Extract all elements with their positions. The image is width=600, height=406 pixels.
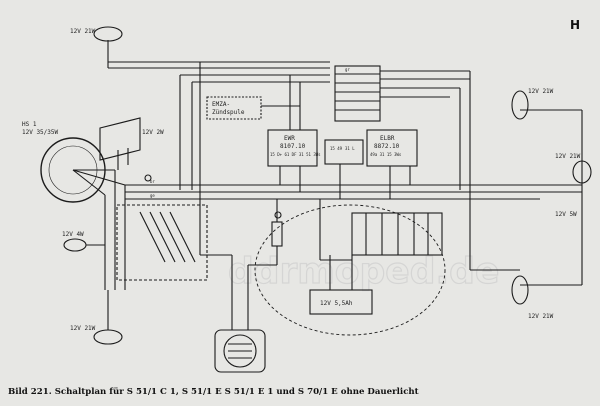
label-wire-gr: gr: [345, 67, 350, 72]
alternator-unit: [214, 329, 266, 373]
alternator-coil: [223, 334, 257, 368]
label-emza-sub: Zündspule: [212, 109, 245, 116]
label-ewr-pins: 15 D+ 61 DF 31 51 3Ws: [270, 152, 321, 157]
connector-block-top: [334, 65, 381, 122]
label-lamp-tl: 12V 21W: [70, 28, 96, 35]
lamp-bottom-right: [511, 275, 529, 305]
label-bulb-4w: 12V 4W: [62, 231, 84, 238]
label-elbr: ELBR: [380, 135, 395, 142]
relay-box-mid: [324, 139, 364, 165]
label-hs-rating: 12V 35/35W: [22, 129, 59, 136]
watermark-text: ddrmoped.de: [228, 251, 499, 292]
label-lamp-br: 12V 21W: [528, 313, 554, 320]
inline-fuse: [271, 221, 283, 247]
fuse-bank: [351, 212, 443, 256]
label-lamp-tr: 12V 21W: [528, 88, 554, 95]
lamp-top-right: [511, 90, 529, 120]
label-lamp-r: 12V 21W: [555, 153, 581, 160]
label-elbr-num: 8872.10: [374, 143, 400, 150]
battery-area-outline: [254, 204, 446, 336]
label-ewr-num: 8107.10: [280, 143, 306, 150]
label-mid-pins2: 31 L: [345, 146, 355, 151]
label-bulb-2w: 12V 2W: [142, 129, 164, 136]
battery-box: [309, 289, 373, 315]
ewr-box: [267, 129, 318, 167]
label-wire-ge: ge: [150, 193, 155, 198]
lamp-bottom-left: [93, 329, 123, 345]
emza-coil-box: [206, 96, 262, 120]
label-elbr-pins: 49a 31 15 3Ws: [370, 152, 402, 157]
lamp-top-left: [93, 26, 123, 42]
label-ewr: EWR: [284, 135, 295, 142]
lamp-right-combo: [572, 160, 592, 184]
label-mid-pins: 15 49: [330, 146, 343, 151]
bulb-4w: [63, 238, 87, 252]
label-wire-br: br: [150, 179, 155, 184]
figure-caption: Bild 221. Schaltplan für S 51/1 C 1, S 5…: [8, 387, 419, 397]
page-letter: H: [570, 18, 581, 32]
label-hs: HS 1: [22, 121, 37, 128]
label-lamp-bl: 12V 21W: [70, 325, 96, 332]
switch-group-dashed: [116, 204, 208, 281]
label-emza: EMZA-: [212, 101, 230, 108]
switch-contact: [274, 211, 282, 219]
speedometer-housing: [99, 117, 141, 161]
label-lamp-r5: 12V 5W: [555, 211, 577, 218]
elbr-box: [366, 129, 418, 167]
label-battery: 12V 5,5Ah: [320, 300, 353, 307]
